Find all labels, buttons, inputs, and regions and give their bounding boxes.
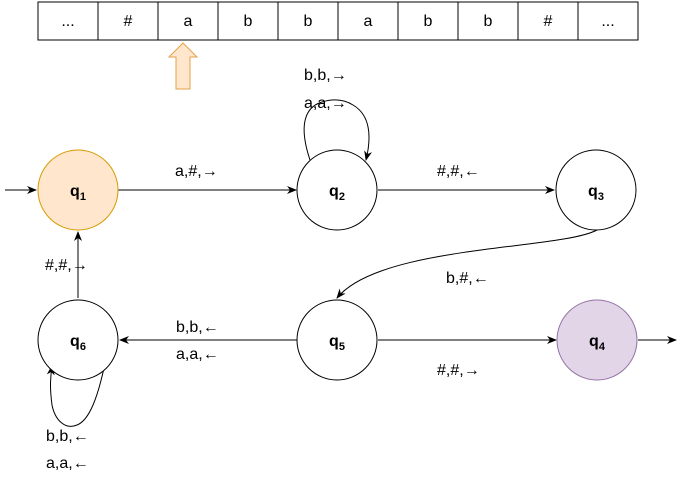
- tape-cell-box: [517, 1, 579, 41]
- tape-cell-box: [457, 1, 519, 41]
- state-q1-label: q1: [70, 183, 86, 203]
- edge-label-q2-loop-2: a,a,→: [304, 95, 347, 112]
- tape-cell-box: [157, 1, 219, 41]
- tape: ... # a b b a b b #...: [37, 1, 639, 41]
- state-q3: q3: [555, 149, 637, 231]
- edge-label-q6-q1: #,#,→: [45, 257, 88, 274]
- state-q1: q1: [37, 149, 119, 231]
- state-q6-circle: [37, 299, 119, 381]
- tape-cell-symbol: a: [184, 13, 193, 30]
- tape-cell: ...: [577, 1, 639, 41]
- tape-cell-symbol: b: [304, 13, 313, 30]
- state-q2-circle: [296, 149, 378, 231]
- state-q1-circle: [37, 149, 119, 231]
- state-q3-circle: [555, 149, 637, 231]
- tape-cell-symbol: ...: [601, 13, 614, 30]
- state-q6: q6: [37, 299, 119, 381]
- tape-cell-box: [37, 1, 99, 41]
- state-q2: q2: [296, 149, 378, 231]
- transitions: a,#,→ b,b,→ a,a,→ #,#,← b,#,← b,b,← a,a,…: [5, 67, 677, 472]
- state-q2-label: q2: [329, 183, 345, 203]
- state-q4-label: q4: [589, 333, 606, 353]
- tape-cell-symbol: b: [244, 13, 253, 30]
- state-q5-circle: [296, 299, 378, 381]
- tape-cell: b: [457, 1, 519, 41]
- edge-label-q2-loop-1: b,b,→: [304, 67, 347, 84]
- tape-cell-symbol: #: [544, 13, 553, 30]
- edge-label-q5-q4: #,#,→: [437, 362, 480, 379]
- edge-label-q1-q2: a,#,→: [175, 163, 218, 180]
- edge-label-q6-loop-2: a,a,←: [46, 455, 89, 472]
- state-q3-label: q3: [588, 183, 604, 203]
- tape-cell: b: [277, 1, 339, 41]
- tape-cell-box: [397, 1, 459, 41]
- tape-cell-symbol: b: [424, 13, 433, 30]
- edge-q2-loop: [303, 99, 372, 161]
- edge-label-q5-q6-1: b,b,←: [176, 319, 219, 336]
- tape-cell-box: [97, 1, 159, 41]
- tape-cell: b: [217, 1, 279, 41]
- edge-label-q6-loop-1: b,b,←: [46, 428, 89, 445]
- tape-cell-symbol: ...: [61, 13, 74, 30]
- tape-cell-box: [337, 1, 399, 41]
- edge-label-q2-q3: #,#,←: [437, 163, 480, 180]
- tape-cell: a: [157, 1, 219, 41]
- state-q4: q4: [556, 299, 638, 381]
- state-q4-circle: [556, 299, 638, 381]
- edge-label-q5-q6-2: a,a,←: [176, 346, 219, 363]
- state-q5-label: q5: [329, 333, 345, 353]
- tape-cell-symbol: a: [364, 13, 373, 30]
- tape-cell: b: [397, 1, 459, 41]
- tape-cell-box: [277, 1, 339, 41]
- tape-cell-symbol: #: [124, 13, 133, 30]
- state-q6-label: q6: [70, 333, 86, 353]
- edge-q6-loop: [46, 365, 105, 427]
- edge-q3-q5: [336, 229, 598, 299]
- tape-cell: #: [97, 1, 159, 41]
- tape-cell-box: [577, 1, 639, 41]
- tape-cell: a: [337, 1, 399, 41]
- tape-head-arrow-icon: [167, 42, 199, 90]
- state-q5: q5: [296, 299, 378, 381]
- edge-label-q3-q5: b,#,←: [446, 270, 489, 287]
- tape-cell-symbol: b: [484, 13, 493, 30]
- tape-cell: ...: [37, 1, 99, 41]
- tape-cell: #: [517, 1, 579, 41]
